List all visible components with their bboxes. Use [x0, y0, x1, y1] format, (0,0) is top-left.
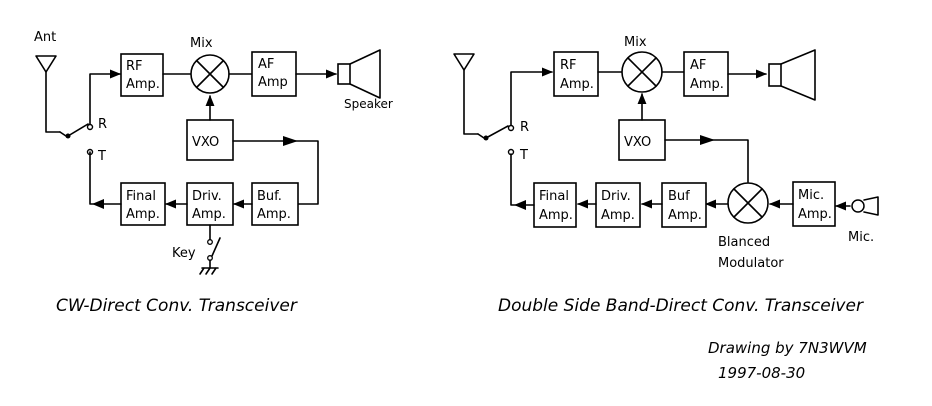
dsb-speaker-icon — [768, 49, 816, 101]
cw-buf-amp-label-2: Amp. — [257, 207, 291, 222]
dsb-mic-icon — [851, 196, 879, 216]
cw-driv-amp-label-1: Driv. — [192, 189, 222, 204]
dsb-balanced-modulator-icon — [727, 182, 769, 224]
cw-loop-arrow-icon — [283, 136, 298, 146]
cw-speaker-icon — [337, 49, 381, 99]
cw-diagram: Ant R T RF Amp. Mix AF Amp — [34, 30, 393, 316]
dsb-diagram: R T RF Amp. Mix AF Amp. VXO — [453, 35, 879, 316]
dsb-mic-label: Mic. — [848, 230, 874, 245]
dsb-bm-label-2: Modulator — [718, 256, 784, 271]
cw-key-icon — [199, 224, 221, 275]
dsb-bm-label-1: Blanced — [718, 235, 770, 250]
dsb-final-switch-wire — [510, 153, 535, 206]
dsb-driv-amp-label-2: Amp. — [601, 208, 635, 223]
dsb-af-amp-label-1: AF — [690, 58, 706, 73]
dsb-loop-arrow-icon — [700, 135, 715, 145]
cw-switch-r-label: R — [98, 117, 107, 132]
dsb-driv-amp-block: Driv. Amp. — [595, 182, 641, 228]
cw-final-amp-label-1: Final — [126, 189, 156, 204]
cw-switch-t-label: T — [97, 149, 106, 164]
dsb-final-amp-label-2: Amp. — [539, 208, 573, 223]
credit-line-2: 1997-08-30 — [718, 364, 805, 382]
cw-caption: CW-Direct Conv. Transceiver — [56, 296, 298, 316]
cw-speaker-label: Speaker — [344, 97, 393, 111]
dsb-antenna-icon — [453, 53, 479, 135]
cw-tr-switch-icon — [59, 123, 94, 156]
dsb-tr-switch-icon — [477, 124, 515, 156]
dsb-switch-t-label: T — [519, 148, 528, 163]
cw-rx-wire — [89, 69, 122, 125]
cw-vxo-block: VXO — [186, 119, 234, 161]
credit-line-1: Drawing by 7N3WVM — [708, 339, 867, 357]
dsb-mic-amp-label-1: Mic. — [798, 188, 824, 203]
dsb-af-amp-block: AF Amp. — [683, 51, 729, 97]
cw-key-label: Key — [172, 246, 196, 261]
cw-af-amp-label-1: AF — [258, 57, 274, 72]
cw-antenna-icon — [35, 55, 61, 133]
cw-af-amp-block: AF Amp — [251, 51, 297, 97]
cw-vxo-label: VXO — [192, 135, 219, 150]
dsb-buf-amp-block: Buf Amp. — [661, 182, 707, 228]
cw-final-amp-block: Final Amp. — [120, 182, 166, 226]
dsb-rf-amp-block: RF Amp. — [553, 51, 599, 97]
dsb-af-amp-label-2: Amp. — [690, 77, 724, 92]
dsb-switch-r-label: R — [520, 120, 529, 135]
dsb-vxo-label: VXO — [624, 135, 651, 150]
cw-buf-amp-label-1: Buf. — [257, 189, 282, 204]
dsb-rx-wire — [510, 67, 554, 126]
cw-mix-label: Mix — [190, 36, 213, 51]
dsb-caption: Double Side Band-Direct Conv. Transceive… — [498, 296, 864, 316]
cw-mixer-icon — [190, 54, 230, 94]
cw-buf-amp-block: Buf. Amp. — [251, 182, 299, 226]
dsb-mixer-icon — [621, 51, 663, 93]
dsb-mix-label: Mix — [624, 35, 647, 50]
dsb-tx-arrow-icon — [514, 200, 526, 210]
cw-rf-amp-label-1: RF — [126, 59, 143, 74]
dsb-mic-amp-label-2: Amp. — [798, 207, 832, 222]
dsb-final-amp-block: Final Amp. — [533, 182, 577, 228]
dsb-vxo-block: VXO — [618, 119, 666, 161]
dsb-buf-amp-label-2: Amp. — [668, 208, 702, 223]
cw-final-switch-wire — [89, 151, 122, 205]
dsb-final-amp-label-1: Final — [539, 189, 569, 204]
dsb-rf-amp-label-2: Amp. — [560, 77, 594, 92]
cw-driv-amp-block: Driv. Amp. — [186, 182, 234, 226]
cw-vxo-buf-wire — [232, 140, 319, 205]
dsb-driv-amp-label-1: Driv. — [601, 189, 631, 204]
cw-final-amp-label-2: Amp. — [126, 207, 160, 222]
cw-rf-amp-block: RF Amp. — [120, 53, 164, 97]
dsb-vxo-bm-wire — [664, 139, 749, 183]
cw-driv-amp-label-2: Amp. — [192, 207, 226, 222]
dsb-buf-amp-label-1: Buf — [668, 189, 690, 204]
dsb-mic-amp-block: Mic. Amp. — [792, 181, 836, 227]
cw-antenna-label: Ant — [34, 30, 56, 45]
cw-tx-arrow-icon — [92, 199, 104, 209]
cw-af-amp-label-2: Amp — [258, 75, 288, 90]
dsb-rf-amp-label-1: RF — [560, 58, 577, 73]
cw-rf-amp-label-2: Amp. — [126, 77, 160, 92]
